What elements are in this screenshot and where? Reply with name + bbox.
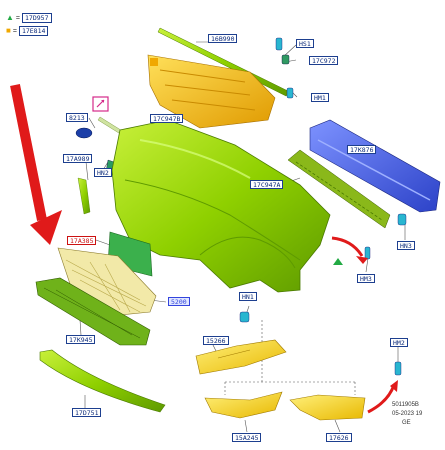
part-label-15266: 15266 — [203, 336, 229, 345]
legend-code: 17D957 — [22, 13, 52, 23]
part-label-hs1: HS1 — [296, 39, 314, 48]
clip-hn3 — [397, 213, 407, 226]
part-label-17a989: 17A989 — [63, 154, 93, 163]
ford-badge — [75, 127, 93, 139]
impact-beam-blue — [309, 119, 441, 213]
green-triangle-icon: ▲ — [6, 13, 14, 22]
legend-equals: = — [12, 27, 17, 35]
lower-lip-spoiler — [39, 349, 166, 413]
lower-grille — [35, 277, 151, 346]
orange-square-icon: ■ — [6, 26, 11, 35]
clip-hm1 — [286, 87, 294, 99]
document-id: 5011905B 05-2023 19 GE — [392, 401, 422, 428]
trim-15a245 — [204, 391, 283, 419]
part-label-hm1: HM1 — [311, 93, 329, 102]
part-label-15a245: 15A245 — [232, 433, 262, 442]
part-label-hn1: HN1 — [239, 292, 257, 301]
part-label-17c947a: 17C947A — [250, 180, 284, 189]
energy-absorber — [287, 149, 391, 229]
part-label-17626: 17626 — [326, 433, 352, 442]
part-label-17k876: 17K876 — [347, 145, 377, 154]
part-label-hm2: HM2 — [390, 338, 408, 347]
trim-17626 — [289, 394, 366, 421]
part-label-hn2: HN2 — [94, 168, 112, 177]
clip-17c972 — [281, 54, 290, 65]
part-label-17d751: 17D751 — [72, 408, 102, 417]
part-label-17k945: 17K945 — [66, 335, 96, 344]
camera-part-icon — [92, 96, 109, 112]
legend-row-1: ▲ = 17D957 — [6, 13, 52, 23]
part-label-8213: 8213 — [66, 113, 88, 122]
bumper-cover — [111, 119, 331, 293]
part-label-hm3: HM3 — [357, 274, 375, 283]
clip-hm2 — [394, 361, 402, 376]
document-number: 5011905B — [392, 402, 419, 408]
clip-hs1 — [275, 37, 283, 51]
part-label-17a385: 17A385 — [67, 236, 97, 245]
clip-hm3 — [364, 246, 371, 260]
part-label-17c972: 17C972 — [309, 56, 339, 65]
part-label-hn3: HN3 — [397, 241, 415, 250]
clip-hn1 — [239, 311, 250, 323]
red-arrowheads — [30, 210, 398, 392]
document-date: 05-2023 19 — [392, 411, 423, 417]
legend-row-2: ■ = 17E814 — [6, 26, 49, 36]
part-label-5200: 5200 — [168, 297, 190, 306]
part-label-17c947b: 17C947B — [150, 114, 184, 123]
document-region: GE — [402, 420, 411, 426]
part-label-16b990: 16B990 — [208, 34, 238, 43]
legend-code: 17E814 — [18, 26, 49, 36]
fog-lamp-bezel — [195, 339, 287, 375]
legend-equals: = — [15, 14, 21, 22]
upper-bracket-orange — [147, 54, 276, 129]
